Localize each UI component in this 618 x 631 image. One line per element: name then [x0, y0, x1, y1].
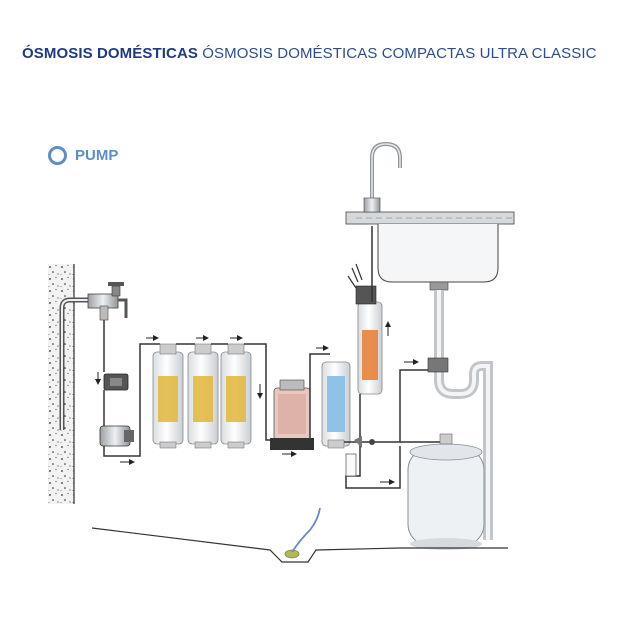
inlet-solenoid-valve: [103, 373, 129, 391]
sink: [345, 211, 515, 291]
prefilter-2: [187, 343, 219, 449]
shutoff-valve: [354, 436, 375, 448]
storage-tank: [407, 433, 485, 550]
header-title-rest: ÓSMOSIS DOMÉSTICAS COMPACTAS ULTRA CLASS…: [202, 45, 597, 62]
flow-restrictor: [345, 453, 357, 477]
prefilter-1: [152, 343, 184, 449]
ring-icon: [48, 146, 67, 165]
post-filter: [355, 285, 383, 395]
pump-option: PUMP: [48, 146, 118, 165]
membrane-housing-pump: [270, 379, 314, 450]
angle-valve: [87, 282, 128, 321]
prefilter-3: [220, 343, 252, 449]
floor: [91, 507, 508, 563]
booster-pump: [99, 425, 134, 447]
ro-membrane: [321, 361, 351, 449]
page-header: ÓSMOSIS DOMÉSTICAS ÓSMOSIS DOMÉSTICAS CO…: [22, 45, 597, 62]
faucet: [363, 141, 402, 213]
header-title-bold: ÓSMOSIS DOMÉSTICAS: [22, 45, 198, 62]
drain-pipe: [427, 290, 493, 540]
pump-label-text: PUMP: [75, 147, 119, 164]
